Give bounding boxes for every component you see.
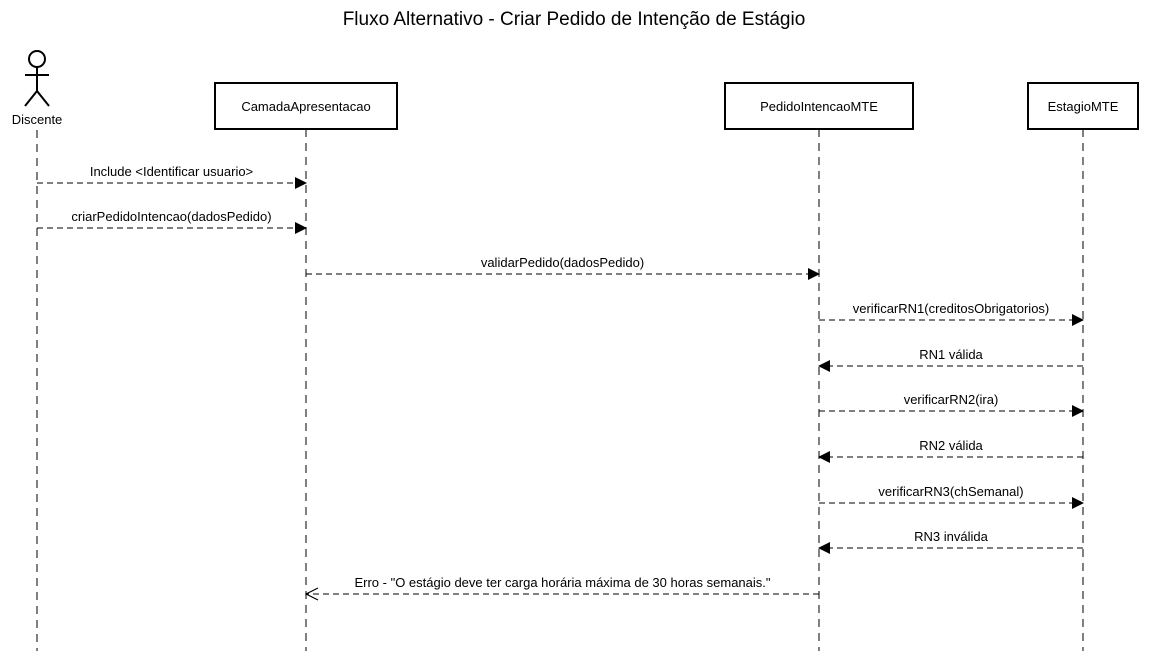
participant-rect	[724, 82, 914, 130]
message-label: Erro - "O estágio deve ter carga horária…	[354, 575, 770, 590]
message-label: validarPedido(dadosPedido)	[481, 255, 644, 270]
message-label: RN1 válida	[919, 347, 983, 362]
participant-label: CamadaApresentacao	[241, 99, 370, 114]
participant-rect	[214, 82, 398, 130]
message-2: criarPedidoIntencao(dadosPedido)	[37, 209, 307, 234]
message-6: verificarRN2(ira)	[819, 392, 1084, 417]
message-1: Include <Identificar usuario>	[37, 164, 307, 189]
message-label: criarPedidoIntencao(dadosPedido)	[71, 209, 271, 224]
diagram-title: Fluxo Alternativo - Criar Pedido de Inte…	[343, 9, 806, 30]
message-label: RN3 inválida	[914, 529, 988, 544]
message-label: verificarRN3(chSemanal)	[878, 484, 1023, 499]
message-4: verificarRN1(creditosObrigatorios)	[819, 301, 1084, 326]
actor-head-icon	[28, 50, 46, 68]
actor-label: Discente	[12, 112, 63, 127]
message-8: verificarRN3(chSemanal)	[819, 484, 1084, 509]
participant-label: PedidoIntencaoMTE	[760, 99, 878, 114]
messages: Include <Identificar usuario> criarPedido…	[37, 164, 1084, 594]
message-9: RN3 inválida	[818, 529, 1083, 554]
message-7: RN2 válida	[818, 438, 1083, 463]
participant-box-estagio: EstagioMTE	[1027, 82, 1139, 130]
message-label: verificarRN1(creditosObrigatorios)	[853, 301, 1050, 316]
actor-discente: Discente	[12, 50, 63, 127]
lifelines	[36, 129, 1084, 651]
actor-body-icon	[24, 67, 50, 107]
participants: Discente CamadaApresentacao PedidoIntencao…	[12, 50, 1139, 130]
participant-rect	[1027, 82, 1139, 130]
message-3: validarPedido(dadosPedido)	[306, 255, 820, 280]
message-label: verificarRN2(ira)	[904, 392, 999, 407]
participant-box-camada: CamadaApresentacao	[214, 82, 398, 130]
message-label: Include <Identificar usuario>	[90, 164, 253, 179]
participant-box-pedido: PedidoIntencaoMTE	[724, 82, 914, 130]
message-5: RN1 válida	[818, 347, 1083, 372]
participant-label: EstagioMTE	[1048, 99, 1119, 114]
message-label: RN2 válida	[919, 438, 983, 453]
message-10: Erro - "O estágio deve ter carga horária…	[306, 575, 819, 594]
